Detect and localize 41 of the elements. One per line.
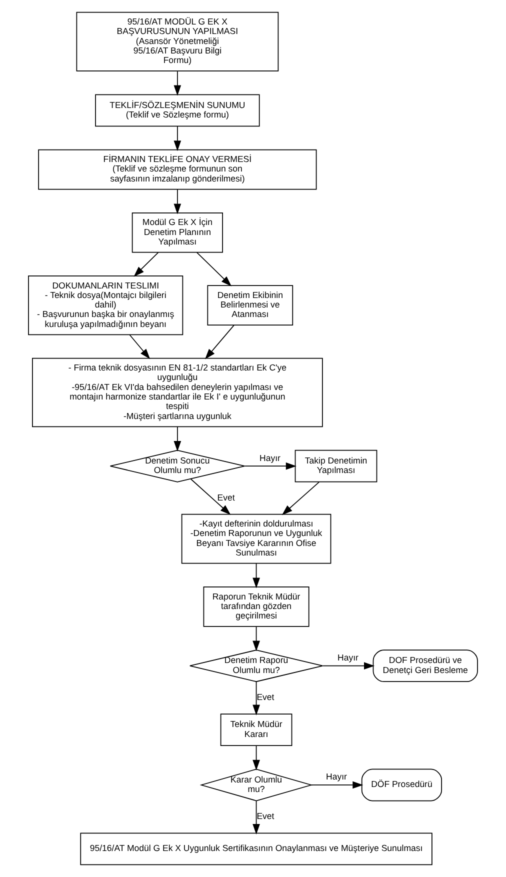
arrow (174, 70, 182, 96)
arrow (282, 482, 320, 516)
node-box: 95/16/AT Modül G Ek X Uygunluk Sertifikasının Onaylanması ve Müşteriye Sunulması (80, 832, 432, 866)
edge-label: Evet (256, 811, 274, 822)
node-box: Denetim Ekibinin Belirlenmesi ve Atanması (207, 285, 294, 326)
node-box: DOKUMANLARIN TESLIMI - Teknik dosya(Montajcı bilgileri dahil) - Başvurunun başka bir onaylanmış kuruluşa yapılmadığının beyanı (28, 276, 184, 336)
edge-label: Hayır (326, 772, 347, 782)
arrow (310, 781, 364, 789)
node-box: -Kayıt defterinin doldurulması -Denetim Raporunun ve Uygunluk Beyanı Tavsiye Kararının Ofise Sunulması (181, 514, 332, 564)
node-box: Teknik Müdür Kararı (220, 714, 292, 746)
node-box: DOF Prosedürü ve Denetçi Geri Besleme (372, 650, 478, 682)
node-box: TEKLİF/SÖZLEŞMENİN SUNUMU (Teklif ve Sözleşme formu) (95, 94, 260, 127)
node-box: DÖF Prosedürü (361, 768, 442, 802)
arrow (196, 252, 232, 286)
arrow (129, 334, 150, 360)
edge-label: Evet (217, 492, 235, 502)
node-box: FİRMANIN TEKLİFE ONAY VERMESİ (Teklif ve sözleşme formunun son sayfasının imzalanıp gönderilmesi) (38, 149, 317, 190)
node-box: Raporun Teknik Müdür tarafından gözden geçirilmesi (203, 586, 310, 627)
node-box: 95/16/AT MODÜL G EK X BAŞVURUSUNUN YAPILMASI (Asansör Yönetmeliği 95/16/AT Başvuru Bilgi Formu) (76, 12, 279, 72)
arrow (174, 189, 182, 214)
arrow (204, 324, 234, 360)
arrow (252, 563, 260, 588)
arrow (174, 126, 182, 152)
node-diamond: Karar Olumlu mu? (200, 768, 313, 802)
arrow (244, 462, 296, 470)
edge-label: Evet (256, 692, 274, 702)
node-box: Takip Denetimin Yapılması (294, 450, 378, 482)
node-diamond: Denetim Raporu Olumlu mu? (189, 650, 324, 682)
arrow (134, 252, 159, 277)
arrow (174, 426, 182, 452)
edge-label: Hayır (260, 452, 280, 463)
node-diamond: Denetim Sonucu Olumlu mu? (110, 450, 246, 482)
arrow (252, 800, 260, 834)
arrow (252, 681, 260, 716)
node-box: Modül G Ek X İçin Denetim Planının Yapılması (132, 212, 223, 253)
arrow (322, 662, 375, 670)
node-box: - Firma teknik dosyasının EN 81-1/2 standartları Ek C'ye uygunluğu -95/16/AT Ek VI'da bahsedilen deneylerin yapılması ve montajın harmonize standartlar ile Ek I' e uygunluğunun tespiti -Müşteri şartlarına uygunluk (32, 358, 323, 428)
arrow (252, 745, 260, 770)
arrow (252, 626, 260, 652)
arrow (190, 478, 231, 515)
edge-label: Hayır (338, 652, 358, 663)
